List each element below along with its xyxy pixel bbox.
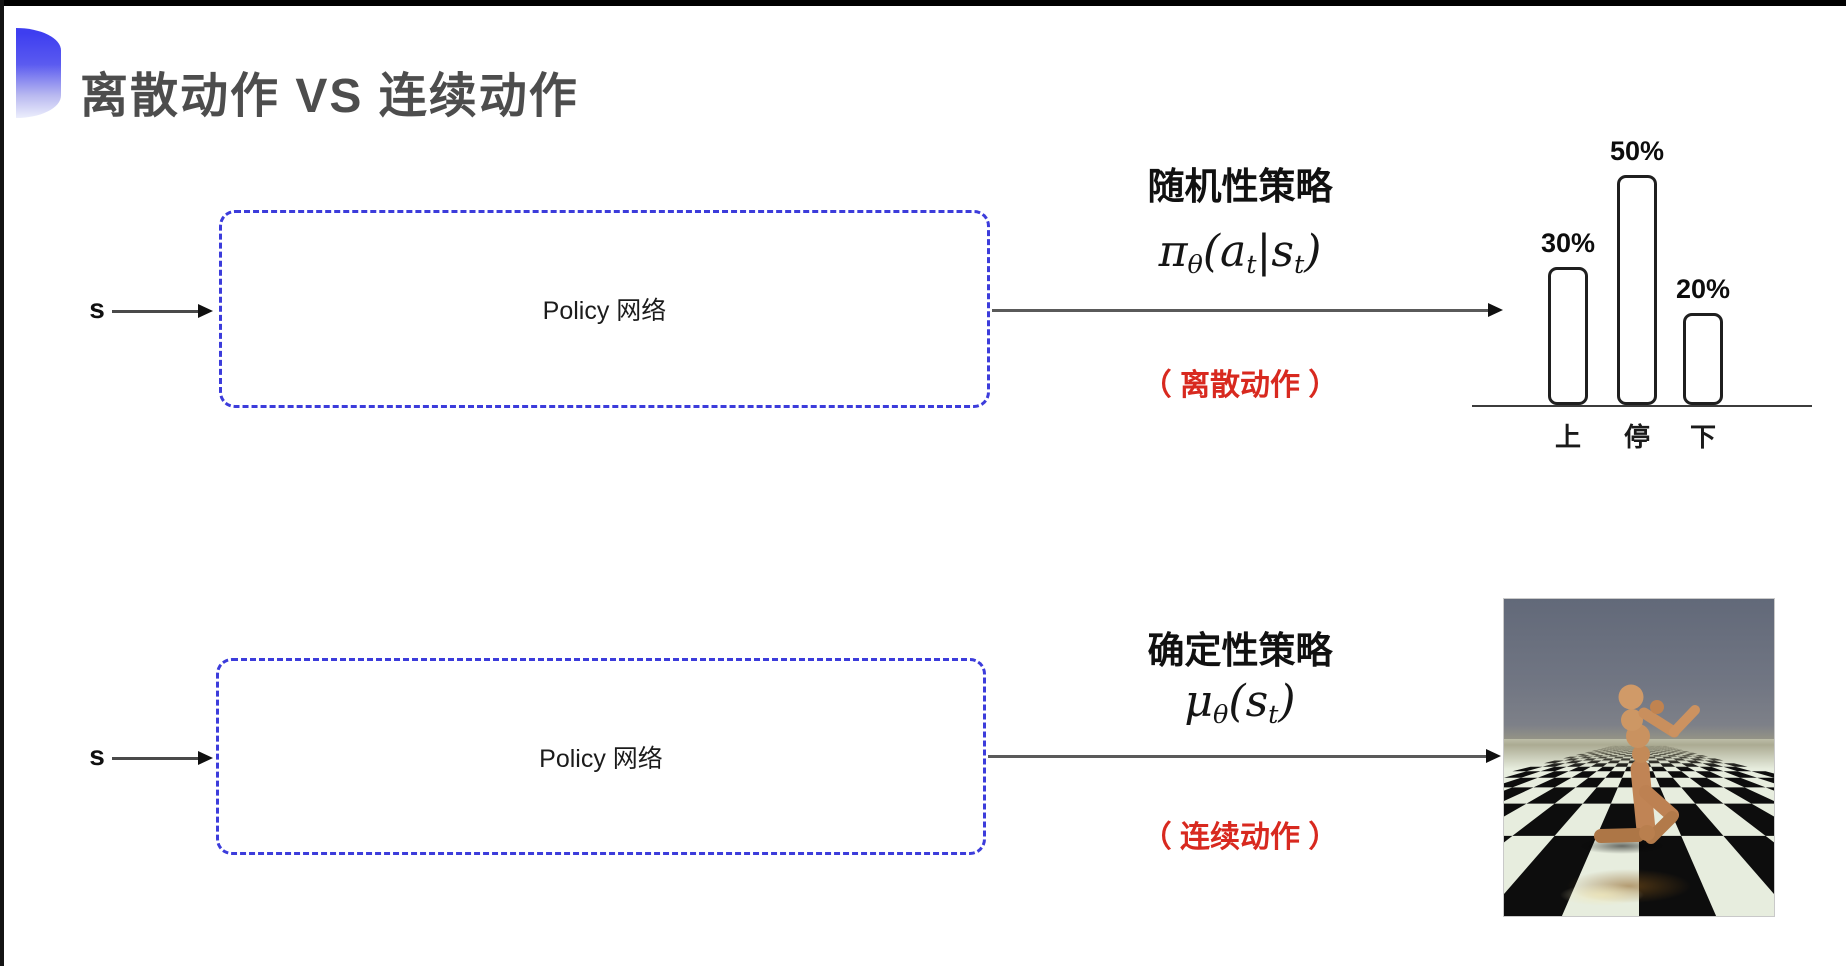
humanoid-simulation-image bbox=[1503, 598, 1775, 917]
state-label-bottom: s bbox=[89, 740, 105, 771]
category-label-down: 下 bbox=[1689, 422, 1716, 452]
policy-network-box-bottom: Policy 网络 bbox=[216, 658, 986, 855]
page-title: 离散动作 VS 连续动作 bbox=[80, 70, 579, 124]
state-label-top: s bbox=[89, 293, 105, 324]
discrete-action-note: （ 离散动作 ） bbox=[1141, 369, 1339, 402]
policy-network-box-top: Policy 网络 bbox=[219, 210, 990, 408]
left-border bbox=[0, 0, 4, 966]
humanoid-robot bbox=[1594, 684, 1700, 844]
input-arrowhead-bottom-icon bbox=[198, 751, 213, 765]
policy-network-label-top: Policy 网络 bbox=[542, 297, 667, 325]
title-accent-icon bbox=[16, 28, 61, 118]
category-label-stop: 停 bbox=[1623, 422, 1650, 452]
output-arrow-bottom bbox=[988, 755, 1490, 758]
output-arrow-top bbox=[992, 309, 1490, 312]
policy-network-label-bottom: Policy 网络 bbox=[539, 744, 663, 773]
output-arrowhead-top-icon bbox=[1488, 303, 1503, 317]
humanoid-scene bbox=[1504, 599, 1774, 916]
probability-bar bbox=[1617, 175, 1657, 405]
input-arrow-bottom bbox=[112, 757, 200, 760]
top-border bbox=[0, 0, 1846, 6]
chart-axis-line bbox=[1472, 405, 1812, 407]
action-probability-chart: 30% 50% 20% 上 停 下 bbox=[1462, 100, 1832, 460]
bar-value-label: 30% bbox=[1540, 228, 1596, 258]
stochastic-policy-formula: πθ(at|st) bbox=[1158, 226, 1322, 281]
category-label-up: 上 bbox=[1554, 422, 1581, 452]
continuous-action-note: （ 连续动作 ） bbox=[1141, 821, 1339, 854]
stochastic-policy-title: 随机性策略 bbox=[1147, 166, 1333, 207]
bar-value-label: 50% bbox=[1609, 136, 1665, 166]
probability-bar bbox=[1548, 267, 1588, 405]
output-arrowhead-bottom-icon bbox=[1486, 749, 1501, 763]
bar-value-label: 20% bbox=[1675, 274, 1731, 304]
input-arrow-top bbox=[112, 310, 200, 313]
probability-bar bbox=[1683, 313, 1723, 405]
deterministic-policy-formula: μθ(st) bbox=[1184, 676, 1296, 731]
deterministic-policy-title: 确定性策略 bbox=[1147, 630, 1333, 671]
input-arrowhead-top-icon bbox=[198, 304, 213, 318]
floor-reflection-bright bbox=[1560, 884, 1644, 906]
